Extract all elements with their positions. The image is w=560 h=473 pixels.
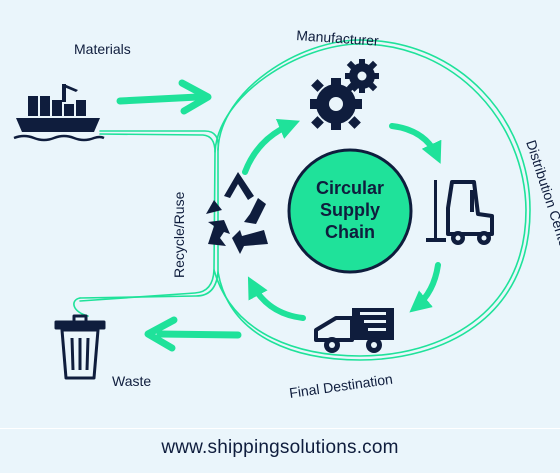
delivery-truck-icon [314, 308, 394, 353]
trash-can-icon [54, 314, 106, 380]
arrow-destination-to-recycle [247, 276, 306, 321]
hub-title-line-2: Supply [320, 200, 380, 220]
waste-arrow [156, 330, 242, 339]
flow-arrows-inner [242, 118, 442, 321]
hub-title-line-1: Circular [316, 178, 384, 198]
arrow-recycle-to-manufacturer [242, 118, 300, 175]
cargo-ship-icon [13, 84, 105, 142]
label-manufacturer: Manufacturer [296, 27, 380, 49]
footer-divider [0, 428, 560, 429]
materials-arrow [116, 93, 202, 105]
forklift-icon [426, 180, 494, 245]
label-materials: Materials [74, 41, 131, 57]
label-final-destination: Final Destination [288, 371, 393, 401]
hub-title-line-3: Chain [325, 222, 375, 242]
label-recycle-reuse: Recycle/Ruse [171, 191, 187, 278]
arrow-manufacturer-to-distribution [389, 123, 442, 164]
arrow-distribution-to-destination [409, 262, 441, 313]
hub-circle [287, 148, 413, 274]
gears-icon [310, 59, 379, 130]
footer-url: www.shippingsolutions.com [161, 437, 399, 458]
flow-arrows-outer [116, 79, 242, 352]
label-waste: Waste [112, 373, 151, 389]
recycle-icon [206, 172, 268, 254]
